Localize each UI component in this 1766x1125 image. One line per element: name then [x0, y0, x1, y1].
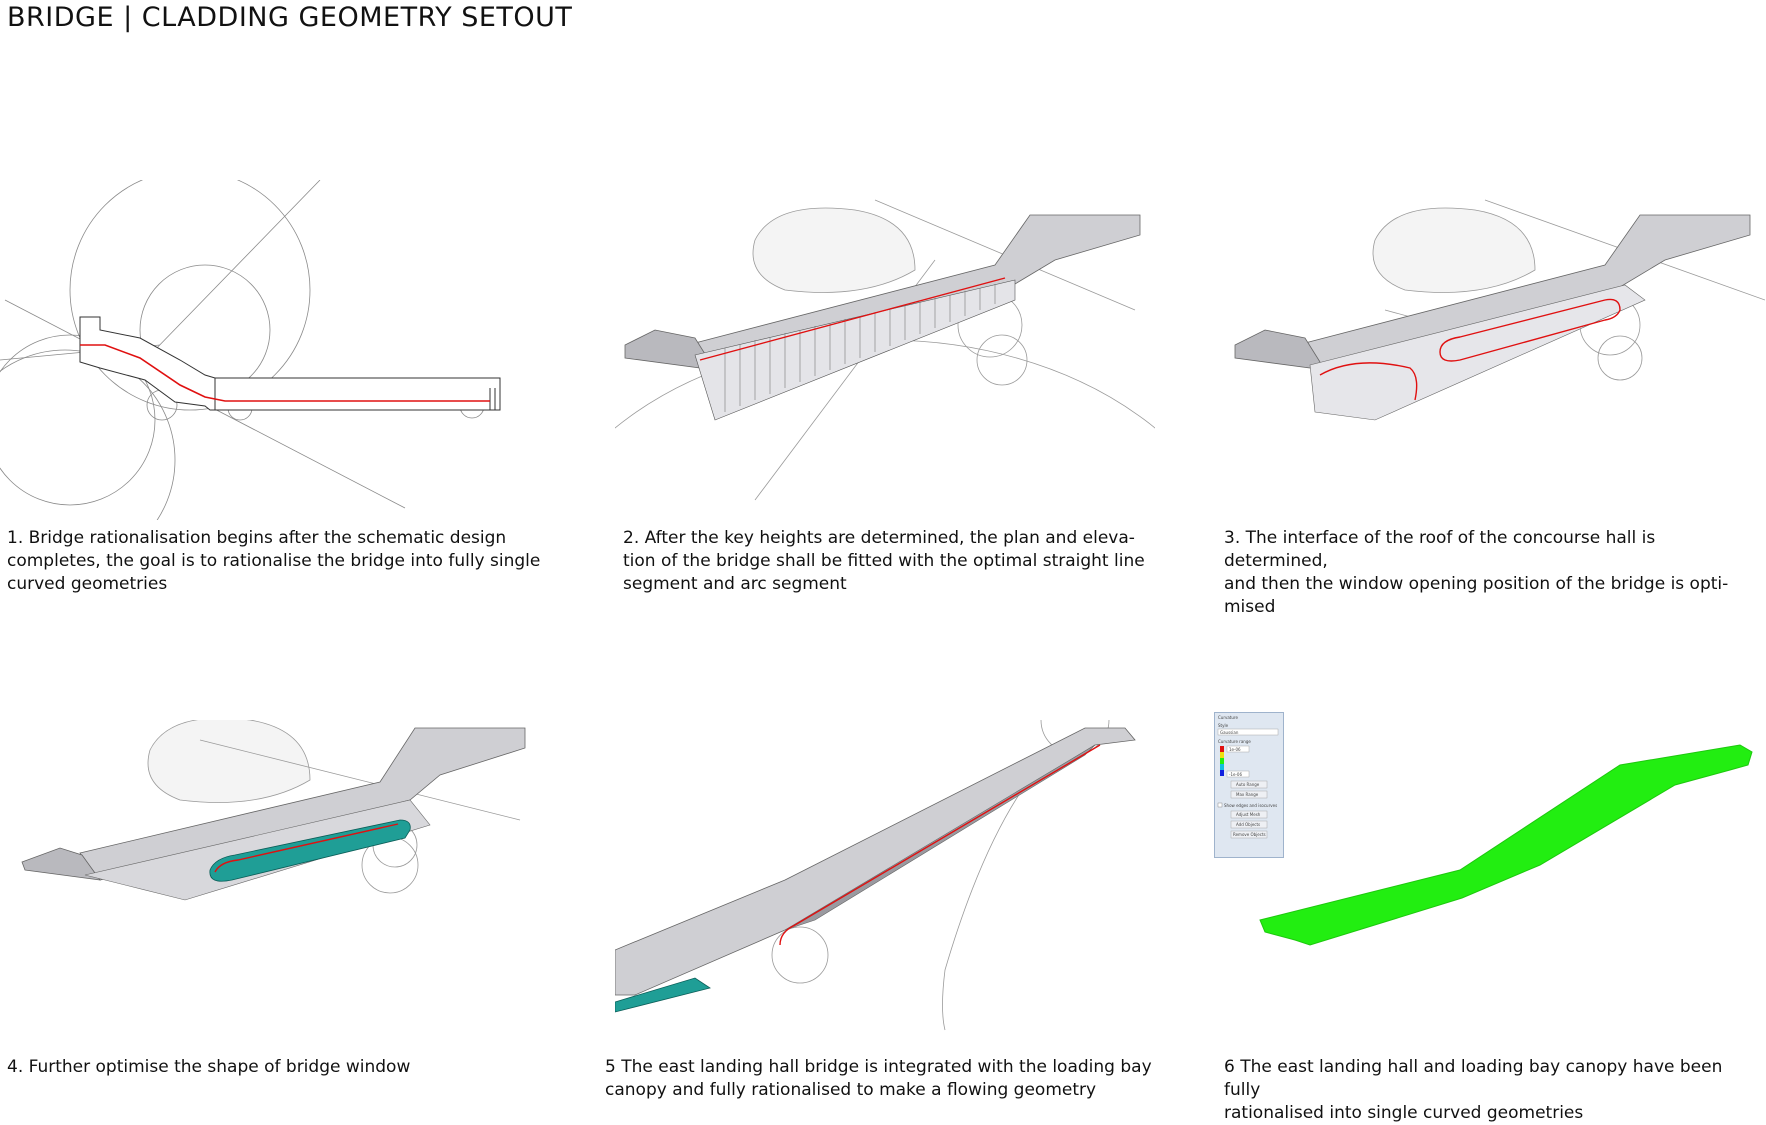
- remove-objects-label: Remove Objects: [1233, 832, 1266, 837]
- step-4-caption: 4. Further optimise the shape of bridge …: [7, 1057, 411, 1077]
- auto-range-button[interactable]: [1230, 780, 1268, 789]
- diagram-step-1: [0, 180, 520, 520]
- diagram-step-4: [0, 720, 540, 1040]
- window-optimisation-drawing: [21, 720, 526, 901]
- add-objects-button[interactable]: [1230, 820, 1268, 829]
- adjust-mesh-label: Adjust Mesh: [1236, 812, 1261, 817]
- scale-green: [1220, 758, 1224, 764]
- max-range-button[interactable]: [1230, 790, 1268, 799]
- step-2-caption: 2. After the key heights are determined,…: [623, 528, 1145, 594]
- curvature-dialog-controls: Curvature Style Gaussian Curvature range…: [1217, 715, 1279, 839]
- diagram-step-2: [615, 180, 1155, 520]
- step-3-caption: 3. The interface of the roof of the conc…: [1224, 528, 1729, 617]
- elevation-fitting-drawing: [615, 199, 1155, 501]
- style-label: Style: [1218, 723, 1229, 728]
- remove-objects-button[interactable]: [1230, 830, 1268, 839]
- range-label: Curvature range: [1218, 739, 1251, 744]
- max-range-label: Max Range: [1236, 792, 1259, 797]
- auto-range-label: Auto Range: [1236, 782, 1260, 787]
- style-value: Gaussian: [1220, 730, 1239, 735]
- scale-yellow: [1220, 752, 1224, 758]
- step-6-caption: 6 The east landing hall and loading bay …: [1224, 1057, 1723, 1123]
- step-5-caption: 5 The east landing hall bridge is integr…: [605, 1057, 1152, 1100]
- diagram-step-3: [1225, 180, 1765, 520]
- scale-cyan: [1220, 764, 1224, 770]
- scale-red: [1220, 746, 1224, 752]
- curvature-dialog: Curvature Style Gaussian Curvature range…: [1214, 712, 1284, 858]
- min-value: -1e-06: [1229, 772, 1242, 777]
- curvature-analysis-drawing: [1259, 744, 1753, 946]
- add-objects-label: Add Objects: [1236, 822, 1260, 827]
- show-edges-label: Show edges and isocurves: [1224, 803, 1277, 808]
- max-value: 1e-06: [1229, 747, 1241, 752]
- page-title: BRIDGE | CLADDING GEOMETRY SETOUT: [7, 2, 573, 33]
- show-edges-checkbox[interactable]: [1217, 802, 1223, 808]
- plan-setout-drawing: [0, 180, 501, 520]
- canopy-integration-drawing: [615, 720, 1136, 1031]
- diagram-step-5: [615, 720, 1155, 1040]
- adjust-mesh-button[interactable]: [1230, 810, 1268, 819]
- min-value-field[interactable]: [1226, 770, 1250, 778]
- max-value-field[interactable]: [1226, 745, 1250, 753]
- scale-blue: [1220, 770, 1224, 776]
- dialog-heading: Curvature: [1218, 715, 1238, 720]
- window-position-drawing: [1234, 199, 1765, 421]
- step-1-caption: 1. Bridge rationalisation begins after t…: [7, 528, 541, 594]
- curvature-surface: [1259, 744, 1753, 946]
- style-select[interactable]: [1217, 728, 1279, 736]
- diagram-step-6: Curvature Style Gaussian Curvature range…: [1200, 712, 1760, 1040]
